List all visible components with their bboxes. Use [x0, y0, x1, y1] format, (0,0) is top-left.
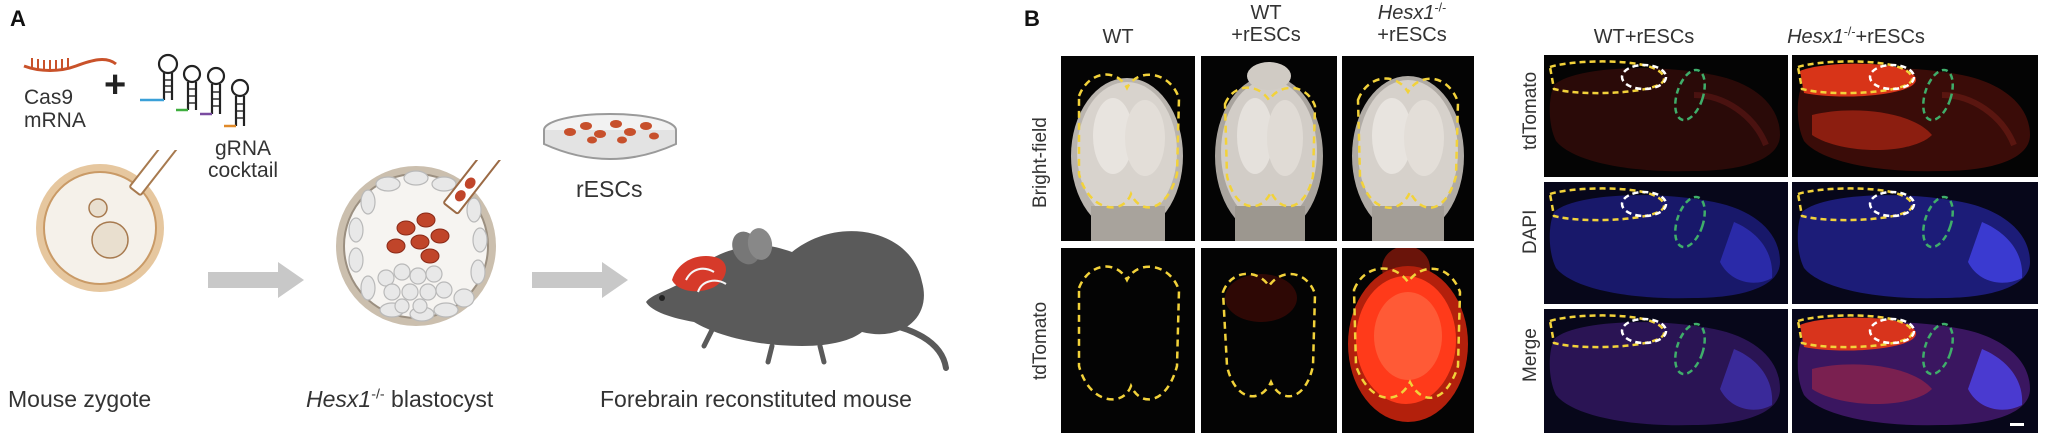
section-merge-wt-resc — [1544, 309, 1788, 433]
section-dapi-wt-resc — [1544, 182, 1788, 304]
col-header-hesx-gene: Hesx1 — [1377, 2, 1435, 24]
plus-sign: + — [104, 64, 127, 106]
section-tdtomato-wt-resc — [1544, 55, 1788, 177]
grna-label-line1: gRNA — [215, 137, 272, 160]
col-header-c-wt-resc: WT+rESCs — [1593, 26, 1695, 48]
col-header-hesx-genotype: -/- — [1434, 0, 1447, 15]
col-header-hesx-resc-line1: Hesx1-/- — [1342, 0, 1482, 24]
section-dapi-hesx-resc — [1792, 182, 2038, 304]
blastocyst-gene: Hesx1 — [306, 386, 372, 412]
grna-label-line2: cocktail — [208, 159, 279, 182]
col-header-hesx-resc-line2: +rESCs — [1377, 24, 1447, 46]
cas9-mrna-icon — [23, 58, 117, 72]
tdtomato-image-wt-resc — [1201, 248, 1337, 433]
row-label-tdtomato-c: tdTomato — [1520, 71, 1541, 150]
row-label-dapi: DAPI — [1520, 209, 1541, 254]
col-header-c-hesx-rest: +rESCs — [1855, 26, 1925, 48]
cas9-label-line1: Cas9 — [24, 86, 74, 109]
tdtomato-image-wt — [1061, 248, 1195, 433]
row-label-tdtomato-b: tdTomato — [1030, 301, 1051, 380]
col-header-c-hesx-resc: Hesx1-/-+rESCs — [1756, 24, 1956, 48]
forebrain-mouse-illustration — [646, 228, 949, 371]
scale-bar — [2010, 423, 2024, 426]
resc-dish-illustration — [543, 113, 677, 160]
section-tdtomato-hesx-resc — [1792, 55, 2038, 177]
col-header-c-hesx-gene: Hesx1 — [1787, 26, 1844, 48]
mouse-caption: Forebrain reconstituted mouse — [600, 386, 912, 412]
col-header-wt-resc: WT +rESCs — [1196, 2, 1336, 46]
row-label-brightfield: Bright-field — [1030, 117, 1051, 208]
resc-label: rESCs — [576, 176, 643, 202]
panel-label-a: A — [10, 6, 26, 31]
blastocyst-word: blastocyst — [384, 386, 494, 412]
col-header-hesx-resc: Hesx1-/- +rESCs — [1342, 0, 1482, 46]
col-header-c-hesx-genotype: -/- — [1843, 24, 1856, 39]
zygote-illustration — [36, 150, 180, 292]
arrow-right-icon — [208, 262, 304, 298]
blastocyst-genotype: -/- — [371, 386, 385, 403]
zygote-caption: Mouse zygote — [8, 386, 152, 412]
arrow-right-icon — [532, 262, 628, 298]
tdtomato-image-hesx-resc — [1342, 248, 1474, 433]
col-header-wt: WT — [1102, 26, 1134, 48]
blastocyst-caption: Hesx1-/- blastocyst — [306, 386, 493, 413]
col-header-wt-resc-line1: WT — [1250, 2, 1282, 24]
section-merge-hesx-resc — [1792, 309, 2038, 433]
grna-hairpin-icon — [140, 53, 250, 128]
blastocyst-illustration — [336, 160, 504, 326]
grna-label: gRNA cocktail — [208, 138, 278, 182]
row-label-merge: Merge — [1520, 328, 1541, 382]
cas9-label: Cas9 mRNA — [24, 86, 86, 132]
brightfield-image-hesx-resc — [1342, 56, 1474, 241]
panel-label-b: B — [1024, 6, 1040, 31]
cas9-label-line2: mRNA — [24, 109, 86, 132]
col-header-wt-resc-line2: +rESCs — [1231, 24, 1301, 46]
brightfield-image-wt — [1061, 56, 1195, 241]
brightfield-image-wt-resc — [1201, 56, 1337, 241]
